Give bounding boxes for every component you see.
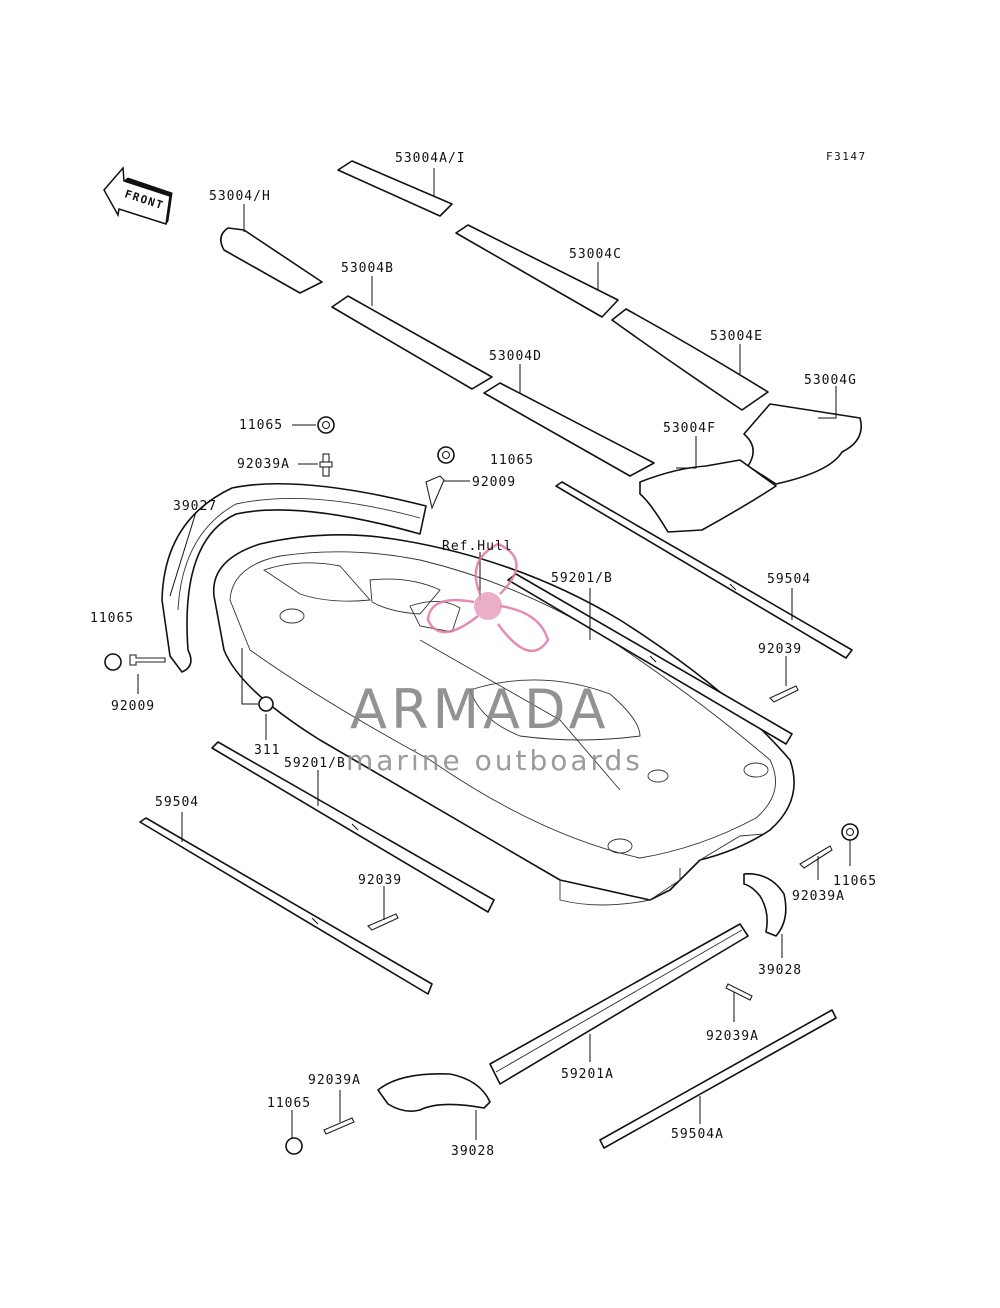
label-59504A: 59504A: [671, 1127, 724, 1142]
bumper-39028-low: [377, 1073, 491, 1112]
front-arrow-icon: FRONT: [103, 166, 173, 225]
rivet-92039-left: [367, 913, 399, 931]
label-11065-mid: 11065: [490, 453, 534, 468]
rail-59201A: [489, 923, 749, 1085]
label-39028-right: 39028: [758, 963, 802, 978]
label-53004B: 53004B: [341, 261, 394, 276]
label-53004AI: 53004A/I: [395, 151, 466, 166]
gunwale-39027: [161, 482, 427, 673]
propeller-logo-icon: [426, 542, 550, 652]
label-92009-left: 92009: [111, 699, 155, 714]
label-11065-right: 11065: [833, 874, 877, 889]
rail-59201B-left: [211, 741, 495, 913]
label-59201A: 59201A: [561, 1067, 614, 1082]
nut-11065-right: [841, 823, 859, 841]
label-92039A-lowright: 92039A: [706, 1029, 759, 1044]
nut-11065-mid: [437, 446, 455, 464]
bumper-39028-right: [743, 873, 787, 937]
label-11065-left: 11065: [90, 611, 134, 626]
figure-id: F3147: [826, 150, 867, 163]
label-53004E: 53004E: [710, 329, 763, 344]
label-311: 311: [254, 743, 280, 758]
label-59504-left: 59504: [155, 795, 199, 810]
label-92009-mid: 92009: [472, 475, 516, 490]
rivet-92039A-lowleft: [323, 1117, 355, 1135]
mat-53004E: [611, 308, 769, 411]
label-53004G: 53004G: [804, 373, 857, 388]
screw-92009-mid: [425, 475, 445, 510]
label-11065-lowleft: 11065: [267, 1096, 311, 1111]
label-53004C: 53004C: [569, 247, 622, 262]
mat-53004H: [220, 227, 323, 294]
leader-lines: [137, 168, 851, 1140]
rivet-92039A-top: [319, 453, 333, 477]
rivet-92039A-right: [799, 845, 833, 869]
screw-92009-left: [129, 654, 166, 666]
label-53004D: 53004D: [489, 349, 542, 364]
nut-311: [258, 696, 274, 712]
part-labels: 53004A/I 53004/H 53004C 53004B 53004E 53…: [90, 151, 877, 1159]
label-92039A-lowleft: 92039A: [308, 1073, 361, 1088]
hull-body: [212, 534, 795, 906]
nut-11065-top: [317, 416, 335, 434]
label-92039A-right: 92039A: [792, 889, 845, 904]
watermark-tagline: marine outboards: [346, 744, 643, 777]
label-59504-right: 59504: [767, 572, 811, 587]
watermark: ARMADA marine outboards: [346, 542, 643, 777]
rail-59504A: [599, 1009, 837, 1149]
label-39027: 39027: [173, 499, 217, 514]
rivet-92039-right: [769, 685, 799, 703]
label-11065-top: 11065: [239, 418, 283, 433]
label-ref-hull: Ref.Hull: [442, 539, 513, 554]
mat-53004G: [743, 403, 862, 485]
mat-53004D: [483, 382, 655, 477]
label-59201B-left: 59201/B: [284, 756, 346, 771]
label-92039A-top: 92039A: [237, 457, 290, 472]
cap-11065-left: [104, 653, 122, 671]
rail-59504-right: [555, 481, 853, 659]
cap-11065-lowleft: [285, 1137, 303, 1155]
mat-53004AI: [337, 160, 453, 217]
label-39028-low: 39028: [451, 1144, 495, 1159]
label-92039-left: 92039: [358, 873, 402, 888]
mat-53004F: [639, 459, 777, 533]
mat-53004B: [331, 295, 493, 390]
label-92039-right: 92039: [758, 642, 802, 657]
mat-53004C: [455, 224, 619, 318]
watermark-brand: ARMADA: [350, 678, 610, 741]
label-53004F: 53004F: [663, 421, 716, 436]
rivet-92039A-lowright: [725, 983, 753, 1001]
label-53004H: 53004/H: [209, 189, 271, 204]
label-59201B-right: 59201/B: [551, 571, 613, 586]
rail-59504-left: [139, 817, 433, 995]
